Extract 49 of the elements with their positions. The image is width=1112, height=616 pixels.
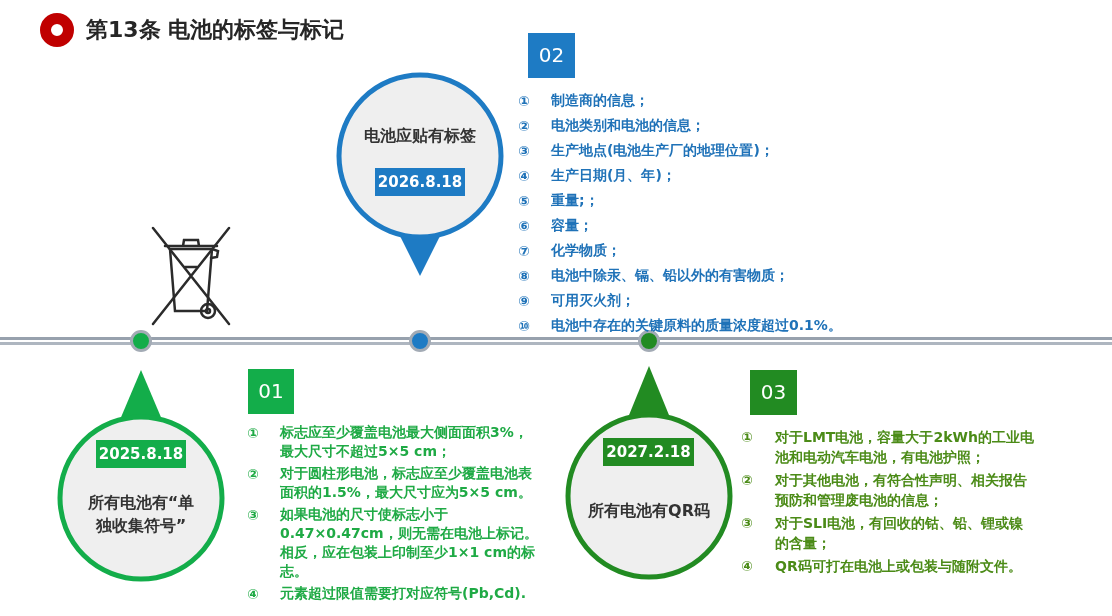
list-number: ② — [518, 118, 530, 134]
list-item: 生产日期(月、年)； — [551, 166, 677, 184]
list-item: 如果电池的尺寸使标志小于0.47×0.47cm，则无需在电池上标记。相反，应在包装上印制至少1×1 cm的标志。 — [280, 505, 538, 581]
section-number-tile: 02 — [528, 33, 575, 78]
list-number: ③ — [518, 143, 530, 159]
list-item: 重量;； — [551, 191, 600, 209]
list-number: ⑤ — [518, 193, 530, 209]
list-number: ⑦ — [518, 243, 530, 259]
list-item: 对于其他电池，有符合性声明、相关报告预防和管理废电池的信息； — [775, 471, 1028, 510]
milestone-text: 电池应贴有标签 — [363, 125, 477, 147]
list-number: ② — [741, 472, 753, 488]
list-number: ④ — [741, 558, 753, 574]
section-number-tile: 01 — [248, 369, 294, 414]
list-item: 化学物质； — [551, 241, 622, 259]
list-number: ① — [247, 425, 259, 441]
list-number: ④ — [518, 168, 530, 184]
slide-title: 第13条 电池的标签与标记 — [86, 16, 345, 44]
list-number: ④ — [247, 586, 259, 602]
pin-callout — [565, 366, 733, 580]
list-number: ③ — [741, 515, 753, 531]
section-number-tile: 03 — [750, 370, 797, 415]
milestone-text: 所有电池有“单独收集符号” — [86, 492, 196, 537]
list-item: 可用灭火剂； — [551, 291, 636, 309]
list-number: ① — [741, 429, 753, 445]
list-number: ⑨ — [518, 293, 530, 309]
list-number: ⑥ — [518, 218, 530, 234]
pin-callout — [336, 72, 504, 276]
milestone-text: 所有电池有QR码 — [587, 500, 711, 522]
list-item: 电池类别和电池的信息； — [551, 116, 706, 134]
list-number: ① — [518, 93, 530, 109]
list-item: QR码可打在电池上或包装与随附文件。 — [775, 557, 1023, 576]
date-tag: 2026.8.18 — [375, 168, 465, 196]
list-item: 电池中除汞、镉、铅以外的有害物质； — [551, 266, 790, 284]
list-item: 生产地点(电池生产厂的地理位置)； — [551, 141, 775, 159]
list-item: 元素超过限值需要打对应符号(Pb,Cd). — [280, 584, 527, 603]
list-item: 对于SLI电池，有回收的钴、铅、锂或镍的含量； — [775, 514, 1025, 553]
list-number: ⑧ — [518, 268, 530, 284]
date-tag: 2025.8.18 — [96, 440, 186, 468]
list-number: ③ — [247, 507, 259, 523]
pin-callout — [57, 370, 225, 582]
date-tag: 2027.2.18 — [603, 438, 694, 466]
list-item: 对于圆柱形电池，标志应至少覆盖电池表面积的1.5%，最大尺寸应为5×5 cm。 — [280, 464, 533, 502]
list-number: ⑩ — [518, 318, 530, 334]
list-item: 制造商的信息； — [551, 91, 650, 109]
list-item: 对于LMT电池，容量大于2kWh的工业电池和电动汽车电池，有电池护照； — [775, 428, 1035, 467]
list-item: 容量； — [551, 216, 594, 234]
list-item: 电池中存在的关键原料的质量浓度超过0.1%。 — [551, 316, 843, 334]
list-number: ② — [247, 466, 259, 482]
list-item: 标志应至少覆盖电池最大侧面面积3%，最大尺寸不超过5×5 cm； — [280, 423, 529, 461]
